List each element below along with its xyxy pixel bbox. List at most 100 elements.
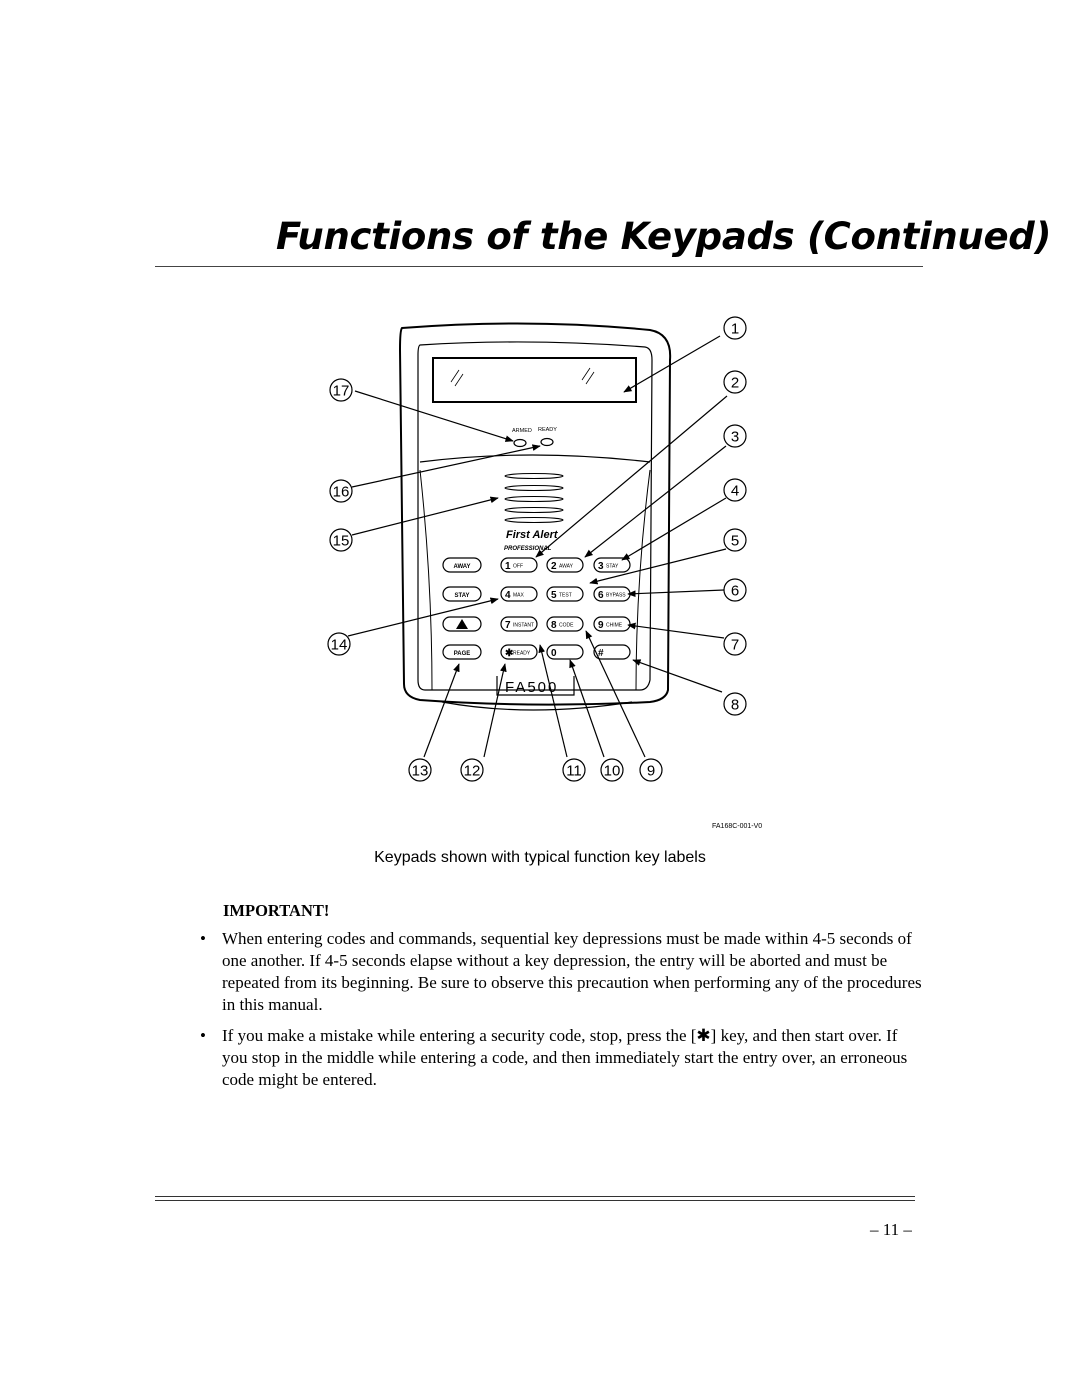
- key-digit: 1: [505, 561, 511, 572]
- callout-circle: [329, 528, 353, 552]
- important-heading: IMPORTANT!: [223, 901, 330, 920]
- callout-number: 3: [731, 429, 739, 446]
- leader-lines: [347, 335, 728, 758]
- key-away: [546, 557, 584, 573]
- armed-led-label: ARMED: [512, 428, 532, 434]
- callout-circle: [460, 758, 484, 782]
- key-function-label: STAY: [606, 564, 619, 570]
- callout-number: 5: [731, 533, 739, 550]
- title-rule: [155, 266, 923, 267]
- callout-number: 13: [412, 763, 429, 780]
- callout-number: 16: [333, 484, 350, 501]
- callout-number: 9: [647, 763, 655, 780]
- bullet-text: If you make a mistake while entering a s…: [222, 1026, 908, 1089]
- key-digit: ✱: [505, 648, 514, 659]
- key-off: [500, 557, 538, 573]
- key-digit: 2: [551, 561, 557, 572]
- model-plate: [496, 676, 575, 696]
- keypad-inner-outline: [417, 341, 653, 691]
- keypad-left-curve: [419, 469, 433, 691]
- footer-rule: [155, 1200, 915, 1201]
- brand-sub: PROFESSIONAL: [504, 546, 552, 552]
- callout-circle: [723, 632, 747, 656]
- keypad-outline: [398, 322, 672, 706]
- key-digit-10: [546, 644, 584, 660]
- speaker-grille: [504, 472, 564, 524]
- key-digit: 6: [598, 590, 604, 601]
- callout-number: 2: [731, 375, 739, 392]
- callout-circle: [639, 758, 663, 782]
- callout-circle: [329, 479, 353, 503]
- key-function-label: MAX: [513, 593, 525, 599]
- function-key-page-label: PAGE: [454, 651, 471, 657]
- callout-circle: [327, 632, 351, 656]
- footer-rule: [155, 1196, 915, 1197]
- function-key-stay-label: STAY: [454, 593, 469, 599]
- bullet-text: When entering codes and commands, sequen…: [222, 929, 922, 1014]
- ready-led-label: READY: [538, 427, 557, 433]
- model-label: FA500: [505, 679, 558, 696]
- key-max: [500, 586, 538, 602]
- key-function-label: READY: [513, 651, 531, 657]
- callout-number: 1: [731, 321, 739, 338]
- key-function-label: CODE: [559, 623, 574, 629]
- callout-circle: [408, 758, 432, 782]
- function-key-stay: [442, 586, 482, 602]
- callout-number: 17: [333, 383, 350, 400]
- callout-circle: [600, 758, 624, 782]
- page-number: – 11 –: [870, 1220, 912, 1239]
- armed-led: [513, 438, 527, 448]
- callout-number: 15: [333, 533, 350, 550]
- function-keys: AWAY STAY PAGE: [442, 557, 482, 660]
- key-digit: 9: [598, 620, 604, 631]
- function-key-page: [442, 644, 482, 660]
- key-function-label: BYPASS: [606, 593, 626, 599]
- key-digit: #: [598, 648, 604, 659]
- callout-circle: [329, 378, 353, 402]
- callout-circle: [723, 424, 747, 448]
- figure-code: FA168C-001-V0: [712, 823, 762, 830]
- key-stay: [593, 557, 631, 573]
- callout-number: 6: [731, 583, 739, 600]
- keypad-mid-curve: [419, 454, 651, 463]
- callout-circle: [723, 370, 747, 394]
- keypad-figure: ARMED READY First Alert PROFESSIONAL AWA…: [327, 316, 762, 830]
- bullet-dot: •: [200, 1026, 206, 1045]
- callout-circle: [562, 758, 586, 782]
- key-function-label: AWAY: [559, 564, 574, 570]
- key-digit: 3: [598, 561, 604, 572]
- key-digit-11: [593, 644, 631, 660]
- key-function-label: CHIME: [606, 623, 623, 629]
- key-digit: 5: [551, 590, 557, 601]
- callout-circle: [723, 528, 747, 552]
- callout-number: 11: [566, 763, 582, 780]
- bullet-dot: •: [200, 929, 206, 948]
- key-instant: [500, 616, 538, 632]
- key-function-label: INSTANT: [513, 623, 534, 629]
- callout-number: 7: [731, 637, 739, 654]
- callout-number: 12: [464, 763, 481, 780]
- key-ready: [500, 644, 538, 660]
- ready-led: [540, 437, 554, 447]
- key-digit: 8: [551, 620, 557, 631]
- callout-number: 14: [331, 637, 348, 654]
- warning-icon: [456, 619, 468, 629]
- callout-circle: [723, 316, 747, 340]
- key-digit: 7: [505, 620, 511, 631]
- bullet-item: • When entering codes and commands, sequ…: [200, 928, 922, 1016]
- key-digit: 4: [505, 590, 511, 601]
- page-title: Functions of the Keypads (Continued): [276, 215, 1052, 258]
- brand-logo: First Alert: [506, 529, 559, 541]
- callout-number: 4: [731, 483, 739, 500]
- callout-number: 10: [604, 763, 621, 780]
- callout-number: 8: [731, 697, 739, 714]
- key-digit: 0: [551, 648, 557, 659]
- callout-circle: [723, 478, 747, 502]
- keypad-bottom-curve: [441, 701, 633, 711]
- lcd-display: [432, 357, 637, 403]
- callout-circle: [723, 692, 747, 716]
- key-function-label: OFF: [513, 564, 523, 570]
- function-key-away-label: AWAY: [453, 564, 470, 570]
